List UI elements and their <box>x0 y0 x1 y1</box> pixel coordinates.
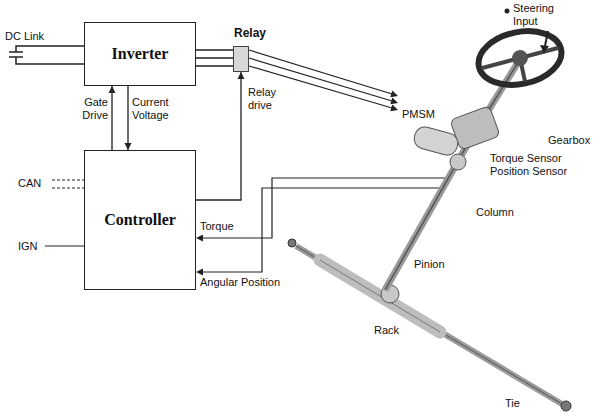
sensor-arrowheads <box>196 235 203 276</box>
part-label: Position Sensor <box>490 165 567 178</box>
connector <box>109 86 116 150</box>
part-label: Pinion <box>414 258 445 271</box>
motor-body <box>412 125 460 158</box>
rack-assembly <box>288 239 571 411</box>
connector-line <box>196 49 233 50</box>
inverter-box: Inverter <box>84 22 196 86</box>
relay-label: Relay <box>234 26 248 40</box>
motor-phase-arrowheads <box>390 91 398 112</box>
part-label: Angular Position <box>200 276 280 289</box>
arrowhead <box>109 86 116 93</box>
box-title: Controller <box>104 211 176 229</box>
arrowhead <box>125 143 132 150</box>
leader-dot <box>505 9 510 14</box>
part-label: Tie <box>505 397 520 410</box>
arrowhead <box>238 72 245 79</box>
can-bus-lines <box>52 180 84 188</box>
relay-box: Relay <box>233 46 249 72</box>
part-label: IGN <box>18 240 38 253</box>
input-arrowhead <box>540 45 549 53</box>
connector-line <box>196 65 233 66</box>
connector-line <box>111 86 112 150</box>
capacitor-symbol <box>9 46 84 64</box>
box-title: Inverter <box>112 45 169 63</box>
part-label: Torque Sensor <box>490 152 562 165</box>
connector-line <box>196 57 233 58</box>
connector <box>196 50 233 66</box>
connector <box>196 72 245 200</box>
signal-label: Current Voltage <box>132 96 176 121</box>
sensor-ring <box>450 154 466 170</box>
part-label: CAN <box>18 177 41 190</box>
part-label: Column <box>476 206 514 219</box>
part-label: Rack <box>374 324 399 337</box>
part-label: Gearbox <box>548 134 590 147</box>
connector <box>125 86 132 150</box>
signal-label: Relay drive <box>248 86 282 111</box>
part-label: Steering Input <box>513 2 565 27</box>
input-arrow <box>545 31 548 46</box>
part-label: PMSM <box>402 108 435 121</box>
part-label: DC Link <box>5 30 44 43</box>
connector-line <box>127 86 128 150</box>
controller-box: Controller <box>84 150 196 290</box>
part-label: Torque <box>200 220 234 233</box>
signal-label: Gate Drive <box>76 96 108 121</box>
steering-wheel <box>474 24 567 92</box>
ign-line <box>45 245 84 246</box>
connector-line <box>196 72 241 200</box>
